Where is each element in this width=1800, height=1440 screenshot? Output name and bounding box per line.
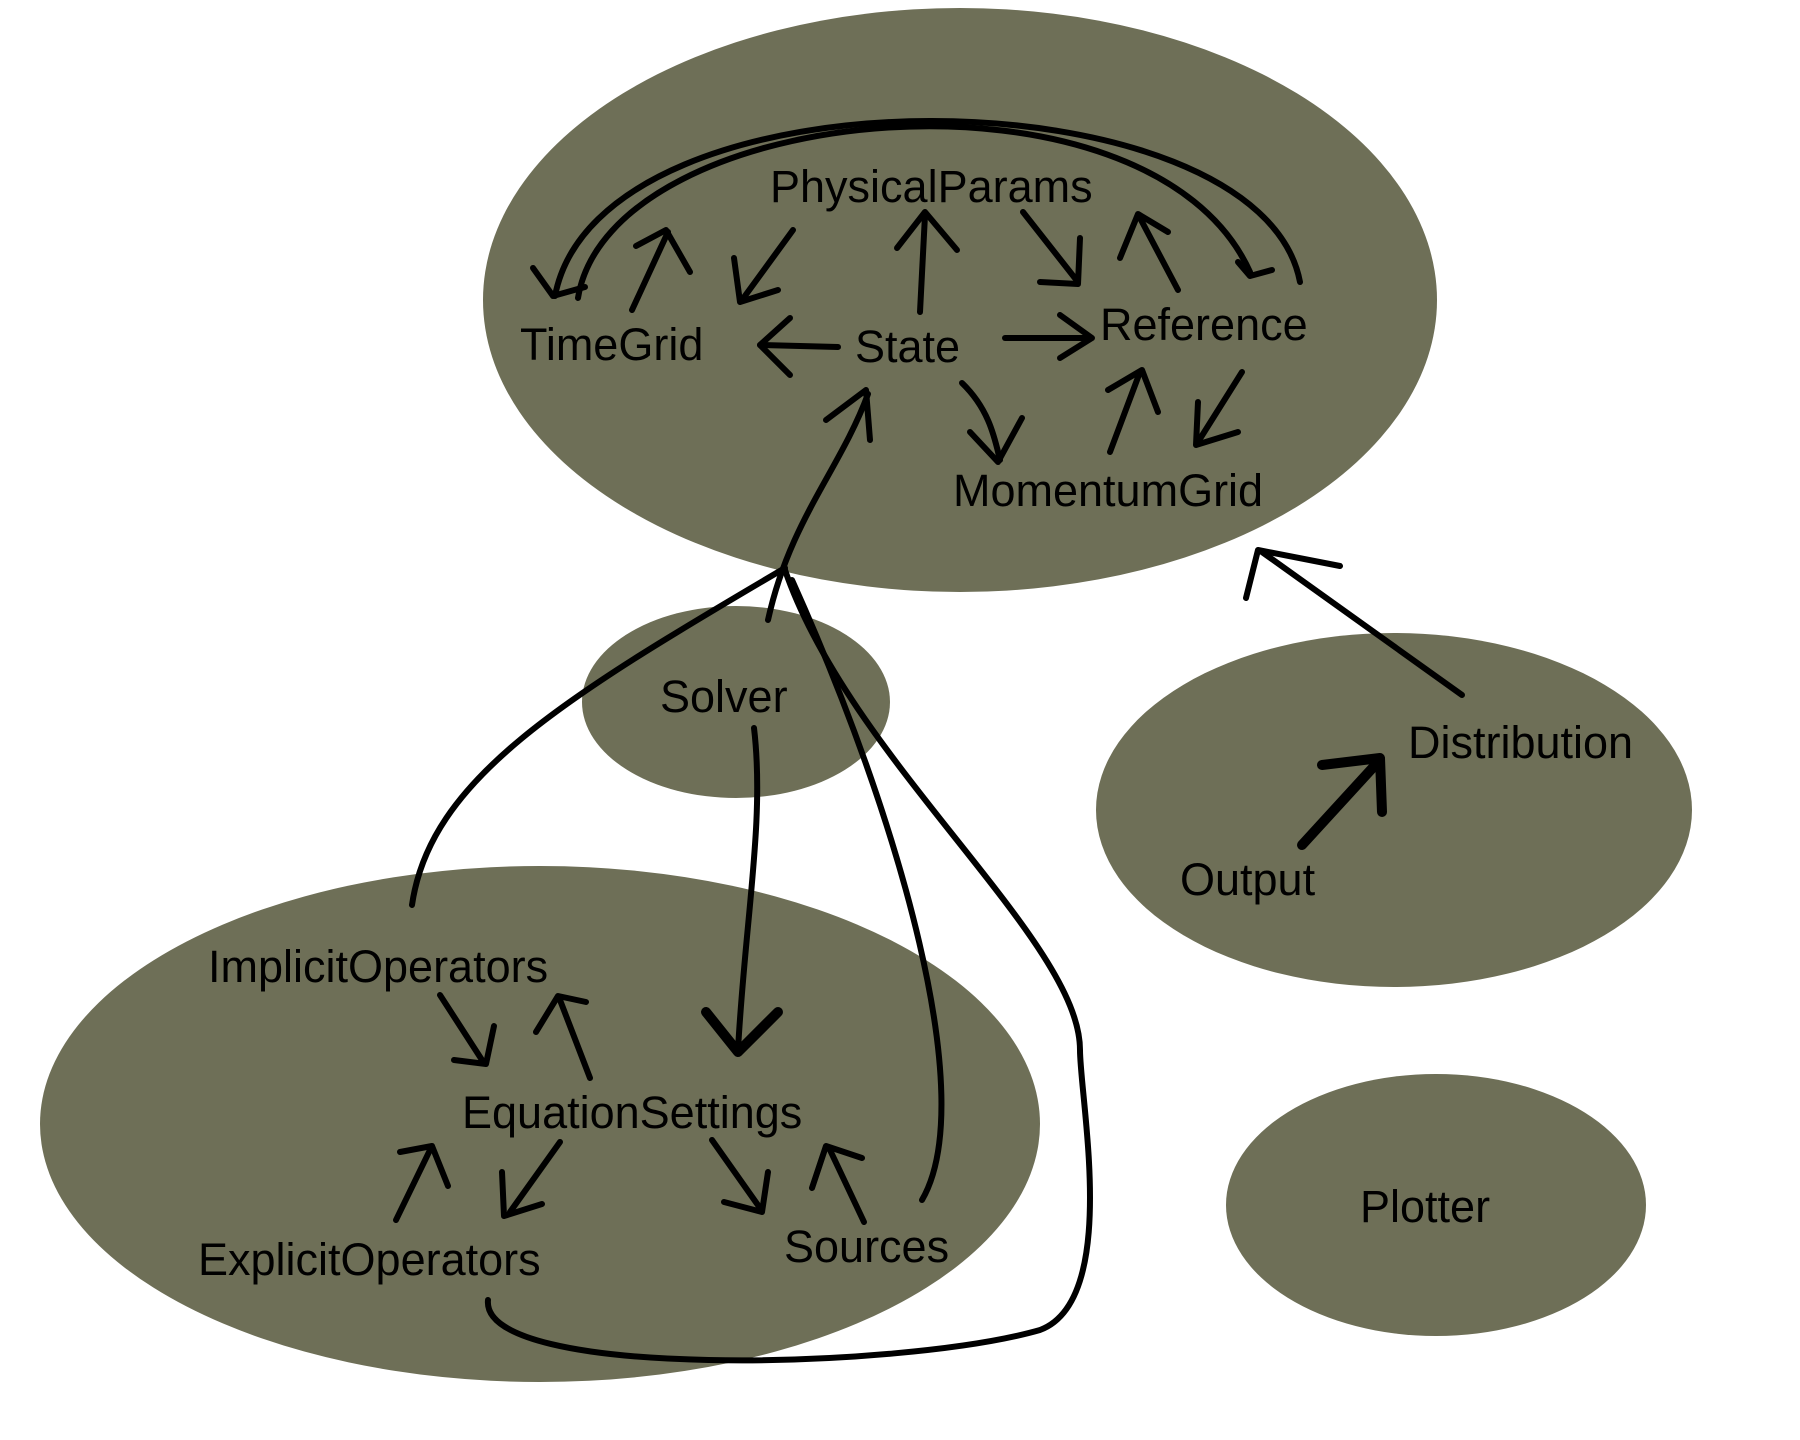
state-to-reference-head xyxy=(1057,312,1095,361)
arc-timegrid-to-reference xyxy=(575,123,1253,301)
node-sources: Sources xyxy=(784,1221,949,1272)
reference-to-momentumgrid-head xyxy=(1193,399,1241,448)
equationsettings-to-explicitoperators xyxy=(507,1139,563,1215)
sources-to-state xyxy=(789,577,945,1203)
timegrid-to-physicalparams xyxy=(629,229,671,313)
node-plotter: Plotter xyxy=(1360,1181,1490,1232)
state-to-physicalparams-head xyxy=(894,209,960,253)
output-to-distribution xyxy=(1297,757,1383,850)
state-to-physicalparams xyxy=(917,212,928,315)
node-state: State xyxy=(855,321,960,372)
physicalparams-to-timegrid xyxy=(739,227,796,303)
output-group-ellipse xyxy=(1096,633,1692,987)
implicitoperators-to-equationsettings xyxy=(437,992,485,1063)
explicitoperators-to-equationsettings xyxy=(393,1147,433,1223)
arc-reference-to-timegrid xyxy=(552,118,1303,299)
output-to-distribution-head xyxy=(1317,753,1387,817)
equation-group-ellipse xyxy=(40,866,1040,1382)
momentumgrid-to-reference xyxy=(1107,369,1143,455)
node-distribution: Distribution xyxy=(1408,717,1633,768)
node-timegrid: TimeGrid xyxy=(520,319,703,370)
arc-timegrid-arrowhead xyxy=(530,265,588,299)
node-solver: Solver xyxy=(660,671,788,722)
implicitoperators-to-equationsettings-head xyxy=(451,1023,497,1067)
explicitoperators-to-equationsettings-head xyxy=(397,1143,451,1189)
reference-to-momentumgrid xyxy=(1195,369,1245,445)
arc-reference-arrowhead xyxy=(1235,259,1275,279)
sources-to-equationsettings xyxy=(827,1147,867,1225)
node-implicitoperators: ImplicitOperators xyxy=(208,941,548,992)
solver-to-equationsettings xyxy=(735,725,761,1053)
node-explicitoperators: ExplicitOperators xyxy=(198,1234,541,1285)
implicitoperators-to-state xyxy=(409,565,788,908)
timegrid-to-physicalparams-head xyxy=(633,227,693,275)
physicalparams-to-reference-head xyxy=(1037,235,1083,287)
reference-to-physicalparams-head xyxy=(1117,211,1171,261)
state-to-timegrid-head xyxy=(757,315,793,378)
explicitoperators-to-state xyxy=(484,567,1093,1364)
physicalparams-to-reference xyxy=(1020,209,1081,285)
state-to-timegrid xyxy=(757,342,841,350)
node-physicalparams: PhysicalParams xyxy=(770,161,1093,212)
node-momentumgrid: MomentumGrid xyxy=(953,465,1263,516)
dependency-arrows xyxy=(393,118,1465,1364)
solver-to-state xyxy=(765,391,871,623)
equationsettings-to-sources xyxy=(709,1137,763,1211)
state-to-momentumgrid-head xyxy=(967,415,1025,465)
equationsettings-to-implicitoperators xyxy=(557,997,593,1081)
solver-to-equationsettings-head xyxy=(701,1007,783,1057)
reference-to-physicalparams xyxy=(1137,215,1181,293)
plotter-group-ellipse xyxy=(1226,1074,1646,1336)
state-to-momentumgrid xyxy=(959,380,1003,463)
solver-group-ellipse xyxy=(582,606,890,798)
equationsettings-to-sources-head xyxy=(721,1169,771,1215)
equationsettings-to-implicitoperators-head xyxy=(533,993,589,1035)
node-output: Output xyxy=(1180,854,1316,905)
distribution-to-momentumgrid xyxy=(1259,549,1465,698)
sources-to-equationsettings-head xyxy=(809,1143,865,1191)
momentumgrid-to-reference-head xyxy=(1105,367,1161,415)
node-reference: Reference xyxy=(1100,299,1308,350)
physicalparams-to-timegrid-head xyxy=(731,255,781,305)
node-equationsettings: EquationSettings xyxy=(462,1087,802,1138)
equationsettings-to-explicitoperators-head xyxy=(499,1169,545,1219)
solver-to-state-head xyxy=(823,387,873,443)
distribution-to-momentumgrid-head xyxy=(1243,547,1343,601)
